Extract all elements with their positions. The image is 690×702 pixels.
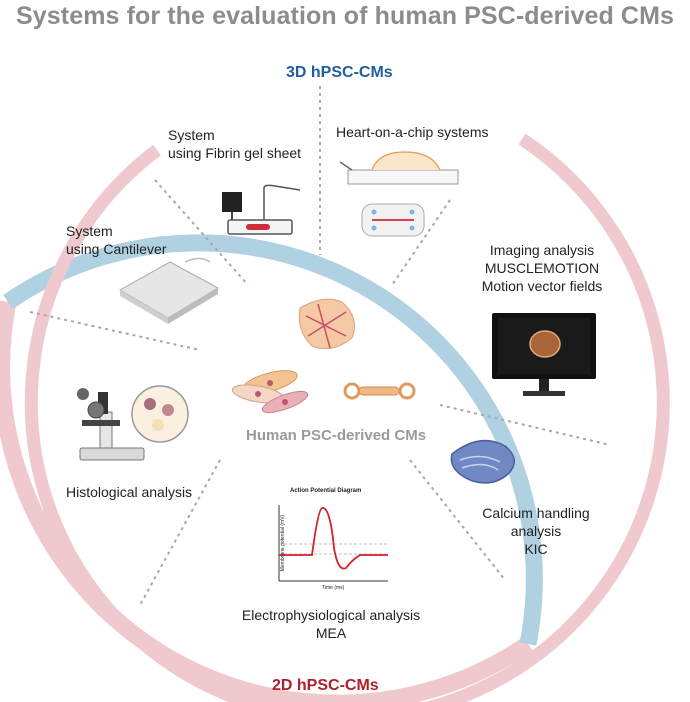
- inner-ring-segment: [24, 133, 670, 702]
- sarcoplasmic-reticulum-icon: [450, 439, 515, 484]
- imaging-line1: Imaging analysis: [489, 242, 595, 258]
- cardiomyocyte-cluster-icon: [298, 298, 355, 350]
- tissue-strip-icon: [343, 382, 416, 400]
- heart-chip-label: Heart-on-a-chip systems: [336, 124, 489, 140]
- ring-label-2d: 2D hPSC-CMs: [272, 677, 379, 694]
- section-dividers: [29, 86, 611, 606]
- action-potential-chart: [278, 505, 388, 582]
- calcium-line3: KIC: [524, 541, 548, 557]
- cardiomyocyte-sheet-icon: [231, 370, 309, 414]
- electro-line2: MEA: [315, 625, 347, 641]
- monitor-icon: [492, 313, 596, 396]
- calcium-line1: Calcium handling: [482, 505, 590, 521]
- microscope-icon: [77, 385, 189, 461]
- cantilever-line1: System: [66, 223, 113, 239]
- histology-label: Histological analysis: [66, 484, 193, 500]
- calcium-handling-label: Calcium handling analysis KIC: [475, 504, 597, 558]
- fibrin-system-line1: System: [168, 127, 215, 143]
- ring-3d-segment: [3, 234, 543, 646]
- imaging-analysis-label: Imaging analysis MUSCLEMOTION Motion vec…: [472, 241, 612, 295]
- fibrin-system-label: System using Fibrin gel sheet: [168, 126, 301, 162]
- cantilever-line2: using Cantilever: [66, 241, 167, 257]
- calcium-line2: analysis: [510, 523, 562, 539]
- ap-chart-ylabel: Membrane potential (mV): [280, 514, 287, 572]
- cantilever-plate-icon: [118, 257, 220, 324]
- imaging-line2: MUSCLEMOTION: [484, 260, 600, 276]
- fibrin-system-line2: using Fibrin gel sheet: [168, 145, 302, 161]
- ap-chart-title: Action Potential Diagram: [290, 488, 362, 494]
- ap-chart-xlabel: Time (ms): [322, 585, 345, 591]
- fibrin-gel-apparatus-icon: [222, 184, 301, 235]
- heart-on-chip-icon: [339, 151, 459, 237]
- cantilever-system-label: System using Cantilever: [66, 222, 166, 258]
- imaging-line3: Motion vector fields: [481, 278, 603, 294]
- ring-label-3d: 3D hPSC-CMs: [286, 64, 393, 81]
- electro-line1: Electrophysiological analysis: [241, 607, 421, 623]
- page-title: Systems for the evaluation of human PSC-…: [15, 2, 675, 30]
- center-label: Human PSC-derived CMs: [246, 427, 427, 444]
- electrophysiology-label: Electrophysiological analysis MEA: [231, 606, 431, 642]
